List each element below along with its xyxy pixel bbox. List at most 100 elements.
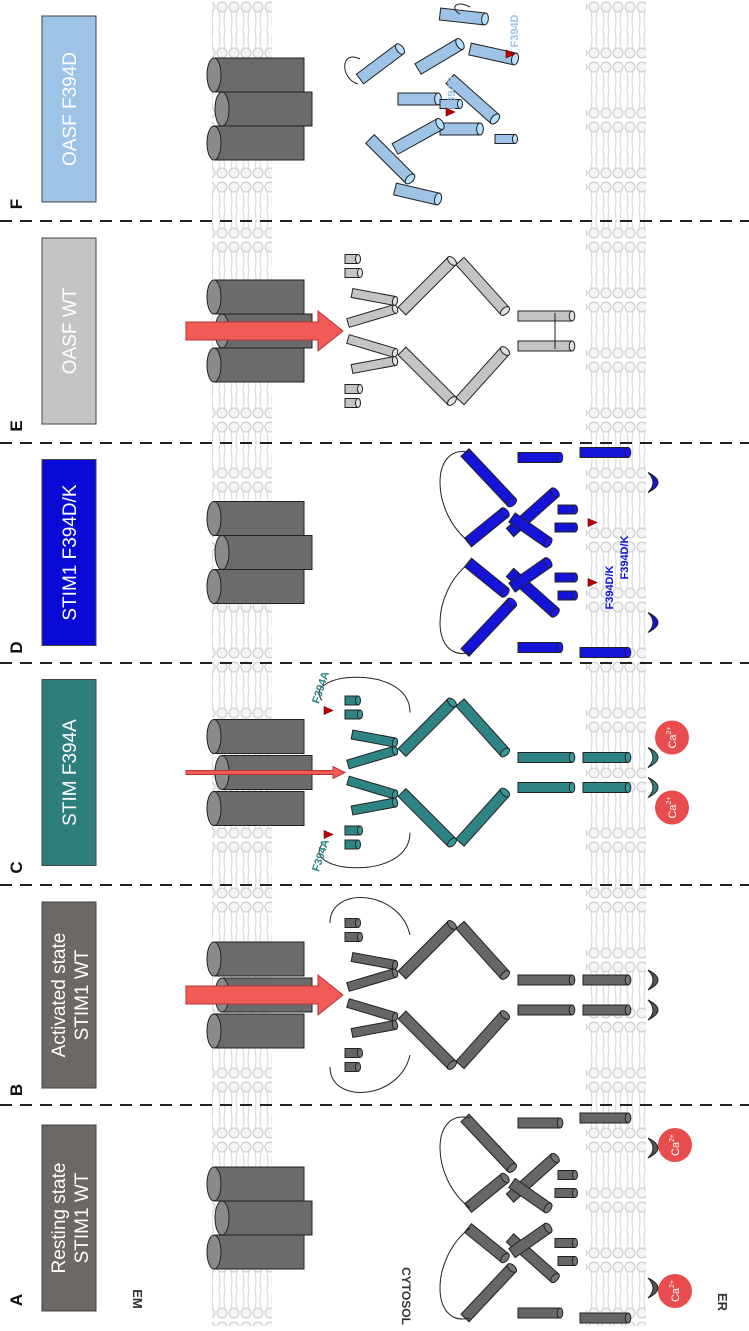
panel-title-line2: STIM1 WT (72, 949, 93, 1040)
panel-title-line1: STIM1 F394D/K (60, 484, 81, 621)
panel-title-line1: OASF WT (60, 287, 81, 374)
ef-hand (647, 1137, 659, 1159)
soar-helix (508, 557, 553, 593)
calcium-label: Ca2+ (666, 726, 679, 748)
small-helix (344, 839, 362, 850)
small-helix (557, 1256, 579, 1266)
mutation-marker (587, 578, 598, 587)
linker-loop (439, 1227, 471, 1320)
oasf-helix (393, 182, 443, 206)
panel-title-line1: Activated state (49, 933, 70, 1058)
oasf-helix (397, 92, 442, 106)
calcium-ion: Ca2+ (658, 1274, 692, 1308)
linker-loop (318, 832, 411, 869)
soar-helix (350, 1019, 399, 1039)
small-helix (344, 1062, 362, 1072)
cc1-helix (460, 1113, 518, 1173)
soar-helix (350, 287, 399, 307)
cytosol-label: CYTOSOL (399, 1267, 413, 1325)
em-label: EM (130, 1289, 145, 1309)
small-helix (344, 932, 364, 942)
soar-helix (350, 797, 399, 816)
panel-title-box: OASF WT E (7, 237, 97, 432)
cc1-helix (517, 974, 576, 986)
ef-hand (647, 1277, 659, 1299)
oasf-helix (468, 42, 520, 66)
small-helix (344, 268, 364, 278)
cc1-helix (517, 1004, 576, 1016)
cc1-helix (455, 698, 511, 758)
panel-letter: B (7, 1084, 26, 1096)
tm-helix (579, 1312, 632, 1324)
mutation-marker (505, 49, 516, 59)
linker-loop (439, 562, 471, 654)
small-helix (344, 709, 364, 720)
soar-helix (350, 729, 399, 748)
small-helix (554, 572, 579, 583)
soar-helix (463, 507, 510, 548)
ef-hand (647, 747, 659, 768)
small-helix (344, 384, 364, 394)
calcium-flux-arrow (185, 309, 344, 353)
linker-loop (318, 676, 411, 713)
orai-channel (206, 719, 313, 826)
calcium-label: Ca2+ (666, 796, 679, 818)
mutation-label: F394D/K (604, 565, 616, 609)
orai-channel (206, 501, 313, 604)
calcium-label: Ca2+ (669, 1280, 682, 1302)
panel-letter: F (7, 199, 26, 209)
tm-helix (579, 1112, 632, 1124)
mutation-marker (323, 830, 334, 839)
small-helix (554, 1238, 579, 1248)
cc1-helix (455, 346, 511, 406)
cc1-helix (517, 752, 576, 763)
cc1-helix (460, 448, 518, 508)
calcium-label: Ca2+ (669, 1134, 682, 1156)
panel-title-box: OASF F394D F (7, 15, 97, 209)
panel-letter: C (7, 861, 26, 873)
small-helix (344, 254, 362, 264)
soar-helix (350, 355, 399, 375)
calcium-ion: Ca2+ (655, 790, 689, 825)
soar-helix (508, 1177, 553, 1214)
mutation-marker (587, 518, 598, 527)
panel-e: OASF WT E (7, 237, 576, 432)
panel-letter: A (7, 1294, 26, 1306)
cc1-helix (455, 1010, 511, 1070)
small-helix (344, 825, 364, 836)
panel-title-line2: STIM1 WT (72, 1172, 93, 1263)
soar-helix (463, 557, 510, 598)
panel-title-line1: OASF F394D (60, 52, 81, 166)
soar-helix (463, 1172, 510, 1213)
small-helix (344, 1048, 364, 1058)
cc1-helix (455, 256, 511, 316)
panel-title-line1: STIM F394A (60, 719, 81, 826)
panel-title-box: STIM F394A C (7, 679, 97, 874)
linker-loop (329, 1054, 411, 1093)
cc1-helix (517, 452, 564, 463)
tm-helix (579, 647, 632, 658)
small-helix (344, 695, 362, 706)
cc1-helix (517, 782, 576, 793)
calcium-ion: Ca2+ (658, 1128, 692, 1162)
small-helix (557, 1170, 579, 1180)
em-label-group: EM (130, 1289, 145, 1309)
mutation-label: F394A (310, 838, 332, 873)
tm-helix (582, 782, 632, 793)
orai-channel (206, 1166, 313, 1270)
linker-loop (439, 451, 471, 543)
tm-helix (582, 1004, 632, 1016)
panel-letter: E (7, 420, 26, 431)
orai-channel (206, 279, 313, 383)
panel-letter: D (7, 641, 26, 653)
orai-channel (206, 57, 313, 161)
small-helix (344, 398, 362, 408)
cytosol-label-group: CYTOSOL (399, 1267, 413, 1325)
panel-title-line1: Resting state (49, 1163, 70, 1274)
mutation-marker (323, 706, 334, 715)
tm-helix (582, 752, 632, 763)
oasf-helix (391, 118, 445, 155)
